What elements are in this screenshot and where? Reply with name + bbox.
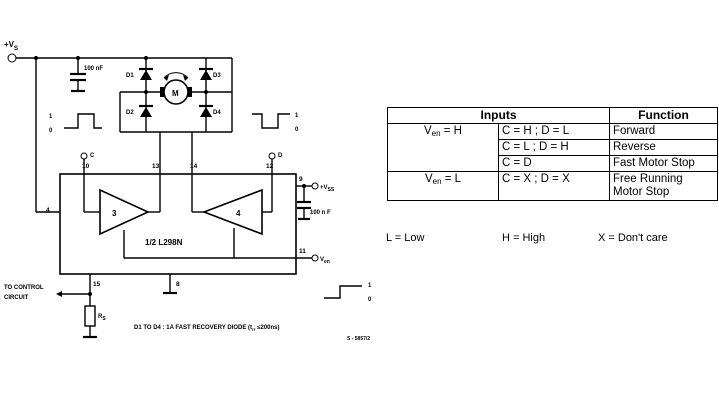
diode-note: D1 TO D4 : 1A FAST RECOVERY DIODE (trr ≤… <box>134 325 280 332</box>
ven-label: Ven <box>320 257 330 265</box>
input-c: C 10 <box>80 152 100 213</box>
d2-label: D2 <box>126 110 134 116</box>
ground-pin-8: 8 <box>163 274 180 295</box>
enable-line: 11 Ven <box>123 228 330 265</box>
d3-label: D3 <box>213 73 221 79</box>
supply-rail: +VS <box>4 40 232 213</box>
table-row: Ven = H C = H ; D = L Forward <box>387 123 718 172</box>
capacitor-top: 100 nF <box>70 58 103 93</box>
pulse-left: 1 0 <box>49 113 102 134</box>
pulse-right: 1 0 <box>252 113 299 133</box>
legend-low: L = Low <box>386 232 425 244</box>
truth-table: Inputs Function Ven = H C = H ; D = L Fo… <box>387 107 718 201</box>
function-cell: Forward <box>609 123 718 140</box>
condition-cell: C = X ; D = X <box>498 171 610 201</box>
ven-low-cell: Ven = L <box>387 171 499 201</box>
svg-text:0: 0 <box>295 127 299 133</box>
svg-text:1: 1 <box>295 113 299 119</box>
truth-table-header: Inputs Function <box>387 107 718 124</box>
amplifier-3: 3 <box>99 174 161 236</box>
ven-high-cell: Ven = H <box>387 123 499 172</box>
svg-text:15: 15 <box>93 281 101 288</box>
motor-driver-schematic: +VS 100 nF D1 D2 D3 D4 <box>4 40 372 342</box>
sense-resistor: 15 RS TO CONTROL CIRCUIT <box>4 274 106 339</box>
header-inputs: Inputs <box>387 107 610 124</box>
control-label-1: TO CONTROL <box>4 285 44 291</box>
reference-code: S - 5857/2 <box>347 336 370 342</box>
function-cell: Fast Motor Stop <box>609 155 718 172</box>
svg-text:8: 8 <box>176 281 180 288</box>
svg-text:4: 4 <box>46 207 50 214</box>
cap2-label: 100 n F <box>310 210 331 216</box>
motor: M <box>146 72 206 105</box>
svg-text:1: 1 <box>49 114 53 120</box>
condition-cell: C = L ; D = H <box>498 139 610 156</box>
d4-label: D4 <box>213 110 221 116</box>
svg-text:14: 14 <box>190 163 198 170</box>
svg-text:10: 10 <box>82 163 90 170</box>
header-function: Function <box>609 107 718 124</box>
svg-text:D: D <box>278 153 283 159</box>
condition-cell: C = D <box>498 155 610 172</box>
legend-dontcare: X = Don't care <box>598 232 668 244</box>
svg-text:1: 1 <box>368 283 372 289</box>
supply-label: +VS <box>4 40 18 52</box>
svg-text:0: 0 <box>368 297 372 303</box>
amplifier-4: 4 <box>191 174 263 236</box>
input-d: D 12 <box>262 152 283 213</box>
table-row: C = D Fast Motor Stop <box>388 155 718 172</box>
svg-text:3: 3 <box>112 209 117 218</box>
function-cell: Reverse <box>609 139 718 156</box>
condition-cell: C = H ; D = L <box>498 123 610 140</box>
table-row: Ven = L C = X ; D = X Free Running Motor… <box>387 171 718 201</box>
cap1-label: 100 nF <box>84 66 103 72</box>
pulse-enable: 1 0 <box>324 283 372 303</box>
motor-label: M <box>172 89 179 98</box>
control-label-2: CIRCUIT <box>4 295 29 301</box>
vss-label: +VSS <box>320 185 335 193</box>
svg-text:4: 4 <box>236 209 241 218</box>
svg-text:11: 11 <box>299 248 306 255</box>
svg-text:C: C <box>90 153 95 159</box>
d1-label: D1 <box>126 73 134 79</box>
function-cell: Free Running Motor Stop <box>609 171 718 201</box>
chip-label: 1/2 L298N <box>145 238 183 247</box>
svg-text:12: 12 <box>266 163 274 170</box>
svg-text:9: 9 <box>299 176 303 183</box>
svg-text:13: 13 <box>152 163 160 170</box>
legend-high: H = High <box>502 232 546 244</box>
rs-label: RS <box>98 314 106 322</box>
svg-text:0: 0 <box>49 128 53 134</box>
vss-supply: 9 +VSS 100 n F <box>296 176 335 221</box>
truth-table-legend: L = Low H = High X = Don't care <box>386 232 706 246</box>
table-row: C = L ; D = H Reverse <box>388 139 718 156</box>
diode-bridge: D1 D2 D3 D4 <box>119 58 233 133</box>
l298n-chip: 1/2 L298N <box>59 173 297 275</box>
